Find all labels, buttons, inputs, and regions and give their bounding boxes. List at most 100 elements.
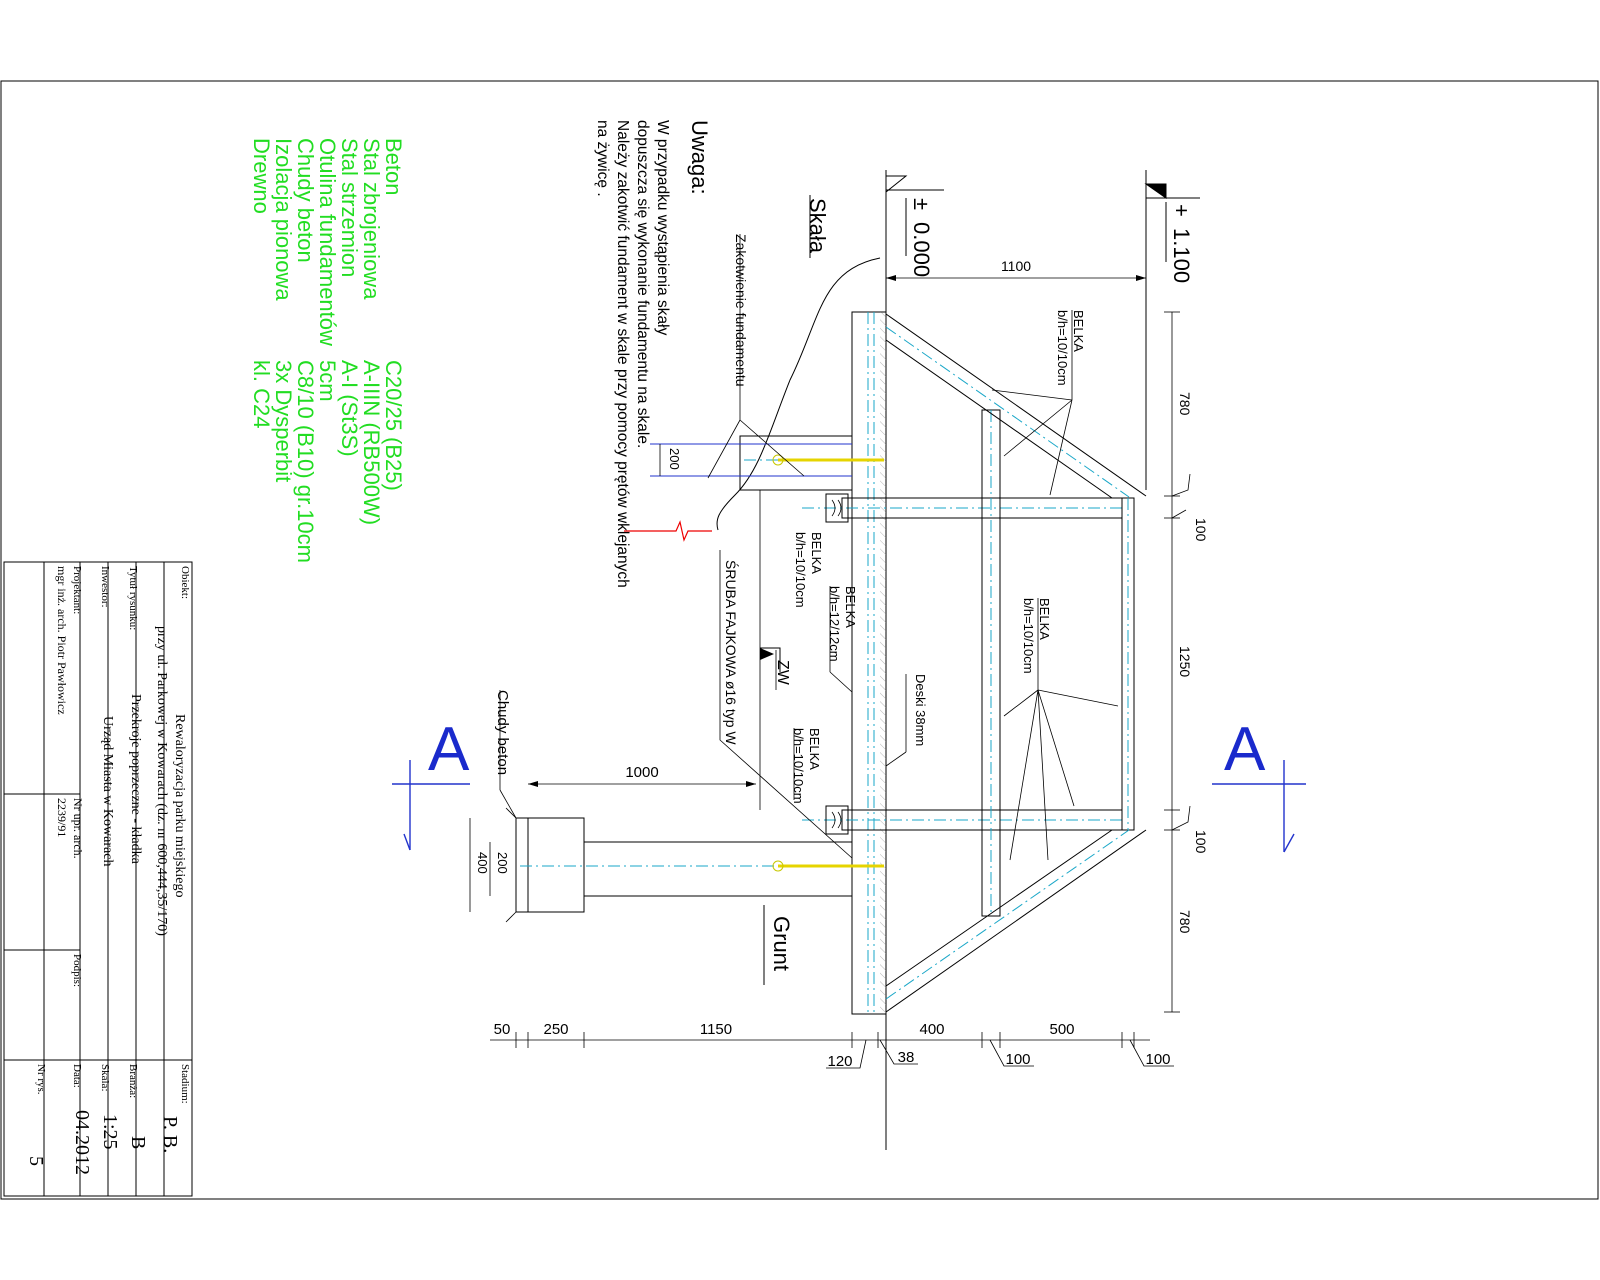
title-block [3, 561, 193, 1197]
svg-text:Zakotwienie fundamentu: Zakotwienie fundamentu [733, 234, 749, 387]
svg-text:Deski 38mm: Deski 38mm [913, 674, 928, 746]
note-line: Należy zakotwić fundament w skale przy p… [614, 120, 631, 588]
note-title: Uwaga: [687, 120, 712, 195]
material-label: Stal zbrojeniowa [359, 138, 384, 300]
tb-branza-label: Branża: [127, 1064, 139, 1098]
dim-bottom: 1150 [700, 1021, 732, 1038]
tb-upr-label: Nr upr. arch. [71, 798, 85, 859]
tb-tytul-label: Tytuł rysunku: [127, 566, 139, 630]
rock-outline [716, 257, 881, 531]
zakotwienie-label: Zakotwienie fundamentu [733, 234, 749, 387]
material-label: Otulina fundamentów [315, 138, 340, 346]
dim-1100: 1100 [1001, 258, 1031, 274]
svg-text:b/h=10/10cm: b/h=10/10cm [1055, 310, 1070, 386]
zw-label: ZW [774, 660, 791, 686]
material-label: Stal strzemion [337, 138, 362, 277]
tb-stadium-label: Stadium: [179, 1064, 191, 1104]
level-1100-marker: + 1.100 [1144, 170, 1200, 490]
tb-data-label: Data: [71, 1064, 83, 1088]
tb-obiekt-line1: Rewaloryzacja parku miejskiego [172, 714, 187, 897]
tb-obiekt-label: Obiekt: [179, 566, 191, 599]
lower-foundation-stem [583, 841, 853, 897]
belka-label: BELKA b/h=10/10cm [1021, 598, 1052, 674]
zw-marker [760, 647, 781, 672]
belka-label: BELKA b/h=12/12cm [827, 586, 858, 662]
svg-text:BELKA: BELKA [807, 728, 822, 770]
level-1100-value: 1.100 [1169, 228, 1194, 283]
material-value: 5cm [315, 360, 340, 402]
svg-text:ŚRUBA FAJKOWA ø16 typ W: ŚRUBA FAJKOWA ø16 typ W [723, 560, 740, 745]
note-block: Uwaga: W przypadku wystąpienia skały dop… [594, 120, 712, 588]
tb-stadium-value: P. B. [159, 1116, 181, 1153]
svg-text:BELKA: BELKA [843, 586, 858, 628]
belka-label: BELKA b/h=10/10cm [1055, 310, 1086, 386]
dim-right: 780 [1177, 392, 1193, 416]
tb-projektant-value: mgr inż. arch. Piotr Pawłowicz [55, 566, 69, 715]
dim-200-bottom: 200 [495, 852, 510, 874]
deck-planks [880, 312, 886, 1014]
chudy-beton-label: Chudy beton [494, 690, 511, 775]
material-label: Drewno [249, 138, 274, 214]
bolt-head-bottom [825, 805, 849, 835]
break-line [624, 520, 712, 542]
tb-inwestor-value: Urząd Miasta w Kowarach [100, 716, 115, 866]
lean-concrete [515, 817, 529, 913]
dim-bottom: 250 [543, 1021, 568, 1038]
dim-bottom-small: 38 [898, 1049, 915, 1066]
tb-skala-value: 1:25 [99, 1114, 121, 1150]
material-value: kl. C24 [249, 360, 274, 428]
dim-right: 100 [1193, 830, 1209, 854]
dim-bottom-small: 120 [827, 1053, 852, 1070]
dim-200-top: 200 [667, 448, 682, 470]
tb-skala-label: Skala: [99, 1064, 111, 1092]
svg-text:Chudy beton: Chudy beton [494, 690, 511, 775]
lower-foundation-footing [527, 817, 585, 913]
svg-text:BELKA: BELKA [1071, 310, 1086, 352]
belka-label: BELKA b/h=10/10cm [793, 532, 824, 608]
level-0-marker: ± 0.000 [885, 170, 944, 1150]
material-value: C20/25 (B25) [381, 360, 406, 491]
skala-label: Skała [805, 198, 830, 254]
tb-projektant-label: Projektant: [71, 566, 83, 614]
deski-label: Deski 38mm [913, 674, 928, 746]
section-mark-right: A [1212, 715, 1306, 853]
tb-podpis-label: Podpis: [71, 954, 83, 987]
material-label: Chudy beton [293, 138, 318, 263]
material-label: Izolacja pionowa [271, 138, 296, 301]
svg-text:BELKA: BELKA [809, 532, 824, 574]
note-line: na żywicę . [594, 120, 611, 197]
dim-bottom-small: 100 [1145, 1051, 1170, 1068]
note-line: W przypadku wystąpienia skały [654, 120, 671, 336]
svg-text:b/h=10/10cm: b/h=10/10cm [793, 532, 808, 608]
svg-text:b/h=10/10cm: b/h=10/10cm [1021, 598, 1036, 674]
svg-text:A: A [428, 715, 470, 784]
level-0-value: 0.000 [909, 222, 934, 277]
svg-text:b/h=12/12cm: b/h=12/12cm [827, 586, 842, 662]
tb-branza-value: B [127, 1136, 149, 1149]
dim-right: 100 [1193, 518, 1209, 542]
dim-bottom-small: 100 [1005, 1051, 1030, 1068]
section-mark-left: A [392, 715, 470, 851]
tb-obiekt-line2: przy ul. Parkowej w Kowarach (dz. nr 600… [154, 626, 169, 936]
lower-diagonal [885, 829, 1147, 1013]
tb-data-value: 04.2012 [71, 1110, 93, 1175]
bolt-head-top [825, 493, 849, 523]
material-value: C8/10 (B10) gr.10cm [293, 360, 318, 563]
dim-right: 780 [1177, 910, 1193, 934]
svg-text:Grunt: Grunt [769, 916, 794, 971]
material-label: Beton [381, 138, 406, 196]
material-value: A-IIIN (RB500W) [359, 360, 384, 525]
dim-bottom: 500 [1049, 1021, 1074, 1038]
upper-diagonal [885, 313, 1147, 497]
belka-label: BELKA b/h=10/10cm [791, 728, 822, 804]
material-value: A-I (St3S) [337, 360, 362, 457]
sheet-border [0, 80, 1599, 1200]
svg-text:Skała: Skała [805, 198, 830, 254]
svg-text:b/h=10/10cm: b/h=10/10cm [791, 728, 806, 804]
dim-bottom: 50 [494, 1021, 511, 1038]
bottom-dim-chain [490, 1032, 1174, 1069]
dim-1000: 1000 [625, 764, 658, 781]
note-line: dopuszcza się wykonanie fundamentu na sk… [634, 120, 651, 448]
tb-upr-value: 2239/91 [55, 798, 69, 837]
